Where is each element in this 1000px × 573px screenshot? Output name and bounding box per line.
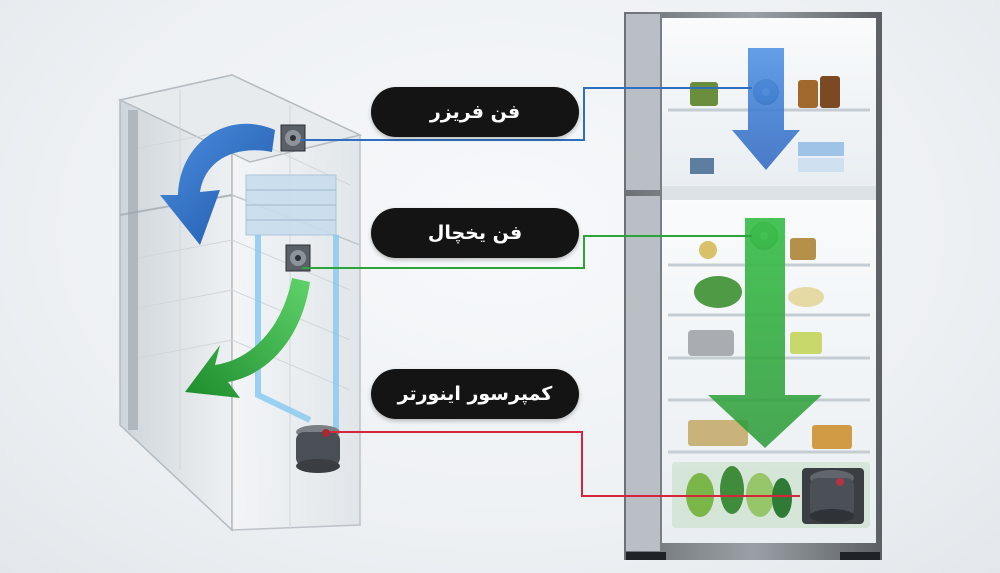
fridge-photo bbox=[624, 12, 882, 560]
cabinet-compressor-icon bbox=[296, 425, 340, 473]
fridge-down-arrow-icon bbox=[708, 218, 822, 448]
cabinet-freezer-fan-icon bbox=[280, 124, 306, 152]
connectors bbox=[300, 87, 800, 497]
freezer-fan-label: فن فریزر bbox=[371, 87, 579, 137]
cabinet-fridge-fan-icon bbox=[285, 244, 311, 272]
fridge-connector-line bbox=[302, 235, 752, 269]
freezer-connector-line bbox=[300, 87, 752, 141]
photo-compressor-icon bbox=[802, 468, 864, 524]
compressor-connector-line bbox=[330, 431, 800, 497]
freezer-down-arrow-icon bbox=[732, 48, 800, 170]
freezer-airflow-arrow-icon bbox=[160, 123, 275, 245]
inverter-compressor-label: کمپرسور اینورتر bbox=[371, 369, 579, 419]
air-duct bbox=[245, 174, 339, 430]
fridge-door-edge bbox=[626, 196, 660, 551]
fridge-airflow-arrow-icon bbox=[185, 278, 310, 398]
fridge-fan-label: فن یخچال bbox=[371, 208, 579, 258]
freezer-door-edge bbox=[626, 14, 660, 190]
cabinet-diagram bbox=[117, 73, 363, 532]
